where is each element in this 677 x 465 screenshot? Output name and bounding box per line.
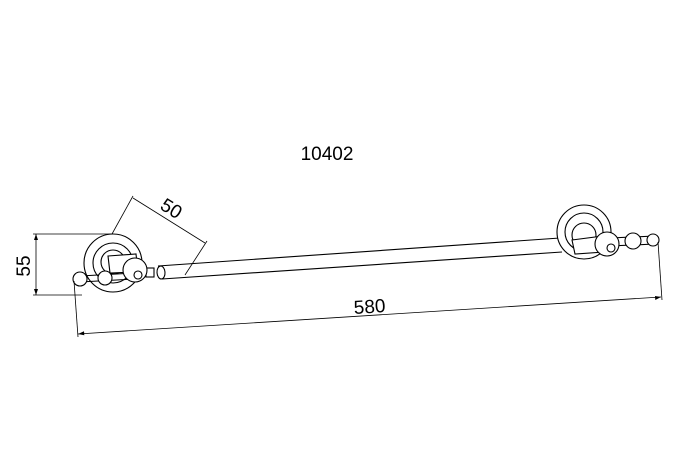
right-bracket (556, 204, 660, 260)
towel-rod (156, 237, 563, 280)
dimension-height-label: 55 (14, 255, 35, 276)
dimension-projection-label: 50 (156, 195, 185, 224)
dimension-length: 580 (73, 241, 663, 338)
dimension-length-label: 580 (353, 296, 386, 319)
model-number: 10402 (301, 144, 354, 165)
dimension-height: 55 (14, 233, 112, 296)
left-bracket (72, 233, 155, 293)
